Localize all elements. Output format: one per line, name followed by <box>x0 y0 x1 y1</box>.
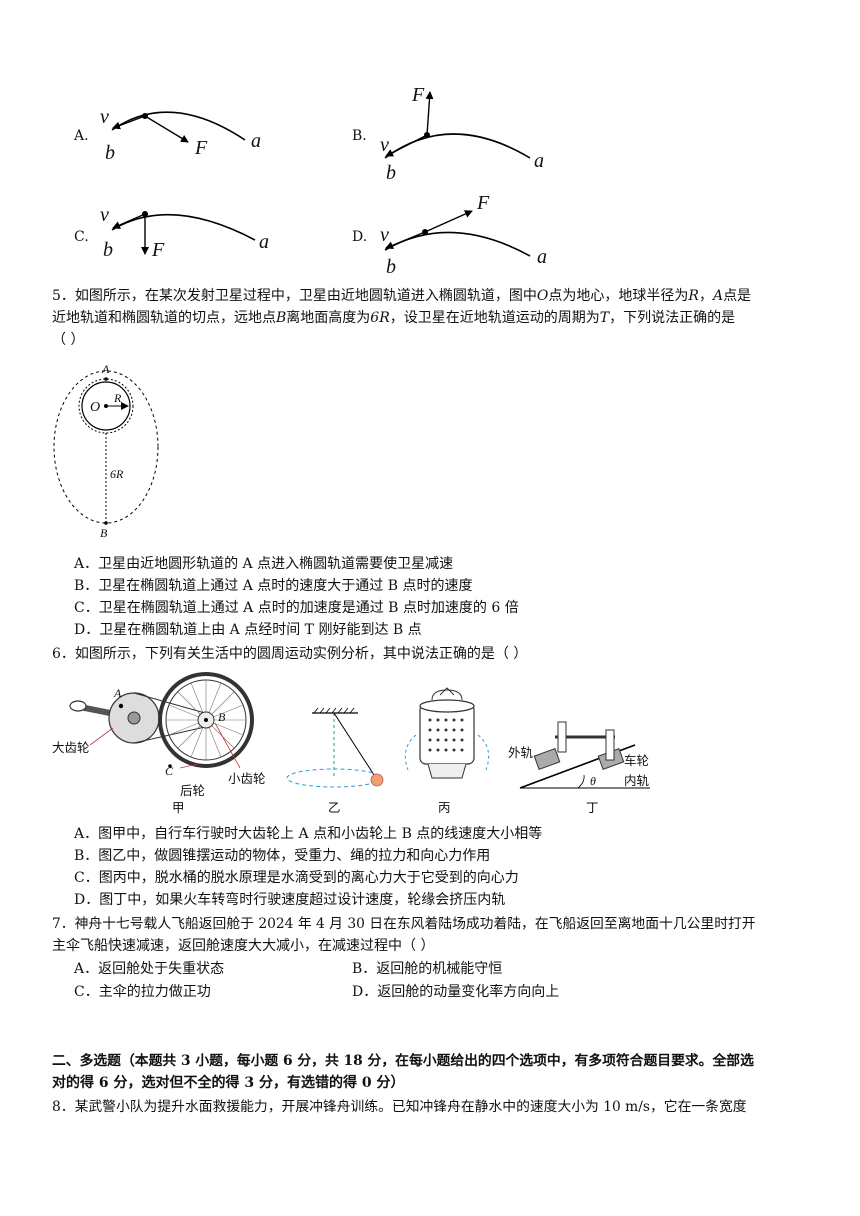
bike-label-rear-wheel: 后轮 <box>180 783 206 798</box>
figure-caption-ding: 丁 <box>586 800 599 815</box>
q7-stem-line2: 主伞飞船快速减速，返回舱速度大大减小，在减速过程中（ ） <box>52 938 435 954</box>
rail-label-wheel: 车轮 <box>624 753 650 768</box>
q5-option-a[interactable]: A．卫星由近地圆形轨道的 A 点进入椭圆轨道需要使卫星减速 <box>74 556 454 572</box>
q5-option-d[interactable]: D．卫星在椭圆轨道上由 A 点经时间 T 刚好能到达 B 点 <box>74 622 422 638</box>
q5-orbit-figure <box>53 370 159 525</box>
banked-rail-figure <box>519 721 650 789</box>
q7-option-b[interactable]: B．返回舱的机械能守恒 <box>352 961 503 977</box>
q4-option-b-label[interactable]: B. <box>352 128 367 144</box>
q6-option-a[interactable]: A．图甲中，自行车行驶时大齿轮上 A 点和小齿轮上 B 点的线速度大小相等 <box>74 826 543 842</box>
label-v: v <box>380 224 389 246</box>
conical-pendulum-figure <box>286 707 384 788</box>
q7-stem-line1: 7．神舟十七号载人飞船返回舱于 2024 年 4 月 30 日在东风着陆场成功着… <box>52 916 756 932</box>
label-f: F <box>412 84 425 106</box>
label-b: b <box>103 239 113 261</box>
bike-label-small-gear: 小齿轮 <box>228 771 266 786</box>
orbit-label-r: R <box>114 391 122 405</box>
bike-label-big-gear: 大齿轮 <box>52 740 90 755</box>
q5-stem-line1: 5．如图所示，在某次发射卫星过程中，卫星由近地圆轨道进入椭圆轨道，图中O点为地心… <box>52 288 752 304</box>
figure-caption-bing: 丙 <box>438 800 451 815</box>
q7-option-d[interactable]: D．返回舱的动量变化率方向向上 <box>352 984 560 1000</box>
q7-option-a[interactable]: A．返回舱处于失重状态 <box>74 961 225 977</box>
q6-stem: 6．如图所示，下列有关生活中的圆周运动实例分析，其中说法正确的是（ ） <box>52 646 528 662</box>
q4-option-b-figure <box>384 91 531 159</box>
q4-option-c-figure <box>111 211 256 255</box>
section-title-multiple-choice: 二、多选题（本题共 3 小题，每小题 6 分，共 18 分，在每小题给出的四个选… <box>52 1053 754 1069</box>
q4-option-d-label[interactable]: D. <box>352 229 368 245</box>
label-f: F <box>477 192 490 214</box>
label-a: a <box>534 150 544 172</box>
q6-option-d[interactable]: D．图丁中，如果火车转弯时行驶速度超过设计速度，轮缘会挤压内轨 <box>74 892 506 908</box>
bike-label-a: A <box>114 686 122 700</box>
rail-label-inner: 内轨 <box>624 773 650 788</box>
q7-option-c[interactable]: C．主伞的拉力做正功 <box>74 984 211 1000</box>
label-a: a <box>537 246 547 268</box>
label-f: F <box>152 239 165 261</box>
q4-option-c-label[interactable]: C. <box>74 229 89 245</box>
q4-option-d-figure <box>384 210 531 257</box>
orbit-label-6r: 6R <box>110 467 124 481</box>
label-a: a <box>259 231 269 253</box>
section-instructions: 对的得 6 分，选对但不全的得 3 分，有选错的得 0 分） <box>52 1075 405 1091</box>
q6-option-b[interactable]: B．图乙中，做圆锥摆运动的物体，受重力、绳的拉力和向心力作用 <box>74 848 491 864</box>
label-a: a <box>251 130 261 152</box>
label-f: F <box>195 137 208 159</box>
spin-dryer-figure <box>404 687 490 779</box>
q4-option-a-label[interactable]: A. <box>74 128 89 144</box>
label-b: b <box>386 256 396 278</box>
rail-label-theta: θ <box>590 774 596 788</box>
q5-answer-blank: （ ） <box>52 332 85 348</box>
orbit-label-b: B <box>100 526 108 540</box>
orbit-label-a: A <box>102 362 110 376</box>
bicycle-figure <box>69 672 254 769</box>
q5-option-c[interactable]: C．卫星在椭圆轨道上通过 A 点时的加速度是通过 B 点时加速度的 6 倍 <box>74 600 519 616</box>
bike-label-b: B <box>218 710 226 724</box>
figure-caption-jia: 甲 <box>172 800 185 815</box>
label-b: b <box>386 162 396 184</box>
q5-stem-line2: 近地轨道和椭圆轨道的切点，远地点B离地面高度为6R，设卫星在近地轨道运动的周期为… <box>52 310 736 326</box>
label-v: v <box>100 204 109 226</box>
rail-label-outer: 外轨 <box>508 745 534 760</box>
figure-caption-yi: 乙 <box>328 800 341 815</box>
label-v: v <box>100 106 109 128</box>
q5-option-b[interactable]: B．卫星在椭圆轨道上通过 A 点时的速度大于通过 B 点时的速度 <box>74 578 473 594</box>
label-b: b <box>105 142 115 164</box>
orbit-label-o: O <box>90 400 101 415</box>
q6-option-c[interactable]: C．图丙中，脱水桶的脱水原理是水滴受到的离心力大于它受到的向心力 <box>74 870 519 886</box>
label-v: v <box>380 134 389 156</box>
q4-option-a-figure <box>111 111 246 143</box>
q8-stem-line1: 8．某武警小队为提升水面救援能力，开展冲锋舟训练。已知冲锋舟在静水中的速度大小为… <box>52 1099 747 1115</box>
bike-label-c: C <box>165 764 174 778</box>
